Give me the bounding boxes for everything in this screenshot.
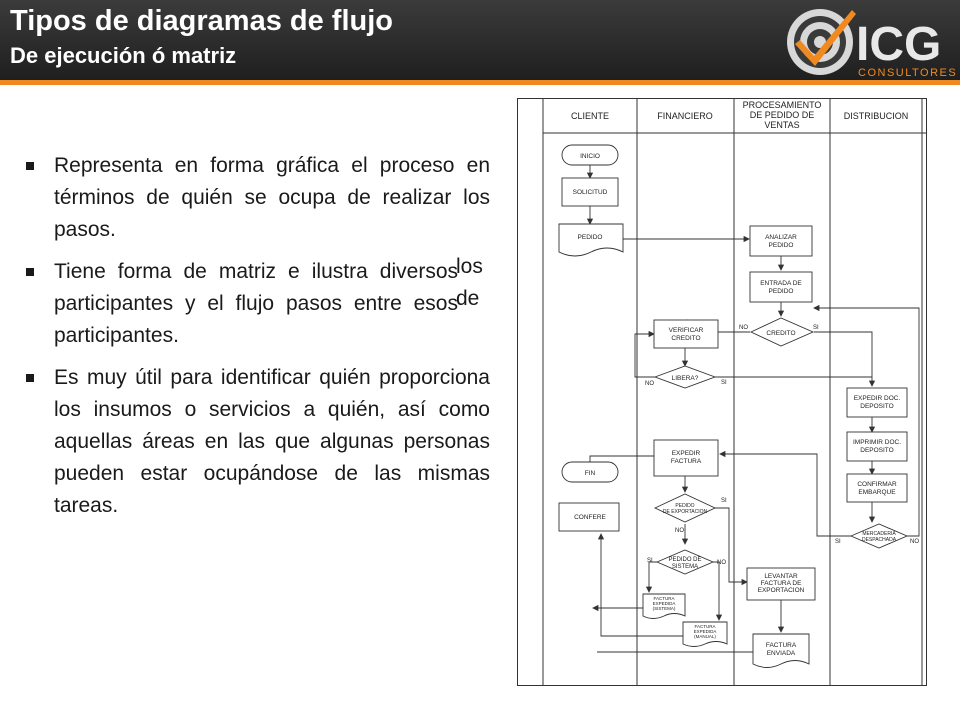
node-solicitud: SOLICITUD [573, 189, 608, 196]
doc-factura-manual: (MANUAL) [694, 634, 716, 639]
node-analizar-pedido: ANALIZAR [765, 234, 797, 241]
node-pedido-exportacion: DE EXPORTACION [663, 509, 708, 515]
node-analizar-pedido: PEDIDO [769, 242, 794, 249]
node-pedido-sistema: SISTEMA [672, 564, 698, 570]
node-mercaderia-despachada: DESPACHADA [862, 537, 897, 543]
node-expedir-factura: FACTURA [671, 458, 702, 465]
node-confere: CONFERE [574, 514, 606, 521]
doc-factura-sistema: (SISTEMA) [653, 606, 676, 611]
node-levantar-factura: EXPORTACION [758, 587, 805, 594]
slide-subtitle: De ejecución ó matriz [10, 43, 237, 68]
bullet-item: Representa en forma gráfica el proceso e… [20, 150, 490, 246]
node-imprimir-doc: IMPRIMIR DOC. [853, 439, 901, 446]
bullet-list: Representa en forma gráfica el proceso e… [20, 150, 490, 532]
node-expedir-doc: DEPOSITO [860, 403, 893, 410]
node-pedido: PEDIDO [578, 234, 603, 241]
node-expedir-factura: EXPEDIR [672, 450, 701, 457]
node-pedido-exportacion: PEDIDO [675, 503, 694, 509]
node-imprimir-doc: DEPOSITO [860, 447, 893, 454]
node-expedir-doc: EXPEDIR DOC. [854, 395, 901, 402]
node-verificar-credito: VERIFICAR [669, 327, 704, 334]
lane-header-procesamiento: VENTAS [764, 120, 799, 130]
label-no: NO [675, 528, 684, 534]
node-entrada-pedido: ENTRADA DE [760, 280, 802, 287]
lane-header-procesamiento: DE PEDIDO DE [750, 110, 815, 120]
node-inicio: INICIO [580, 153, 600, 160]
label-si: SI [813, 325, 819, 331]
node-fin: FIN [585, 470, 596, 477]
node-mercaderia-despachada: MERCADERIA [862, 531, 896, 537]
label-si: SI [721, 498, 727, 504]
doc-factura-manual: FACTURA [694, 624, 715, 629]
node-credito: CREDITO [766, 330, 795, 337]
label-si: SI [835, 539, 841, 545]
spill-word: los [456, 255, 483, 278]
target-checkmark-icon [787, 9, 856, 75]
node-levantar-factura: FACTURA DE [761, 580, 802, 587]
label-no: NO [739, 325, 748, 331]
node-confirmar-embarque: CONFIRMAR [857, 481, 897, 488]
lane-header-procesamiento: PROCESAMIENTO [743, 100, 822, 110]
header-accent-rule [0, 80, 960, 85]
lane-header-cliente: CLIENTE [571, 111, 609, 121]
label-si: SI [647, 558, 653, 564]
icg-logo: ICG CONSULTORES [787, 9, 957, 79]
doc-factura-sistema: EXPEDIDA [653, 601, 676, 606]
label-no: NO [645, 381, 654, 387]
label-si: SI [721, 380, 727, 386]
node-factura-enviada: ENVIADA [767, 650, 796, 657]
label-no: NO [717, 560, 726, 566]
spill-word: de [456, 287, 480, 310]
logo-text: ICG [856, 18, 941, 71]
lane-header-financiero: FINANCIERO [657, 111, 713, 121]
doc-factura-sistema: FACTURA [653, 596, 674, 601]
node-verificar-credito: CREDITO [671, 335, 700, 342]
header-bar: Tipos de diagramas de flujo De ejecución… [0, 0, 960, 80]
slide-title: Tipos de diagramas de flujo [10, 5, 393, 37]
logo-subtext: CONSULTORES [858, 67, 957, 79]
node-levantar-factura: LEVANTAR [764, 573, 798, 580]
bullet-item: Es muy útil para identificar quién propo… [20, 362, 490, 522]
doc-factura-manual: EXPEDIDA [694, 629, 717, 634]
node-entrada-pedido: PEDIDO [769, 288, 794, 295]
swimlane-flowchart: CLIENTE FINANCIERO PROCESAMIENTO DE PEDI… [517, 98, 927, 686]
lane-header-distribucion: DISTRIBUCION [844, 111, 909, 121]
label-no: NO [910, 539, 919, 545]
bullet-item: Tiene forma de matriz e ilustra diversos… [20, 256, 458, 352]
node-factura-enviada: FACTURA [766, 642, 797, 649]
node-libera: LIBERA? [672, 375, 699, 382]
node-confirmar-embarque: EMBARQUE [858, 489, 896, 496]
node-pedido-sistema: PEDIDO DE [668, 557, 701, 563]
